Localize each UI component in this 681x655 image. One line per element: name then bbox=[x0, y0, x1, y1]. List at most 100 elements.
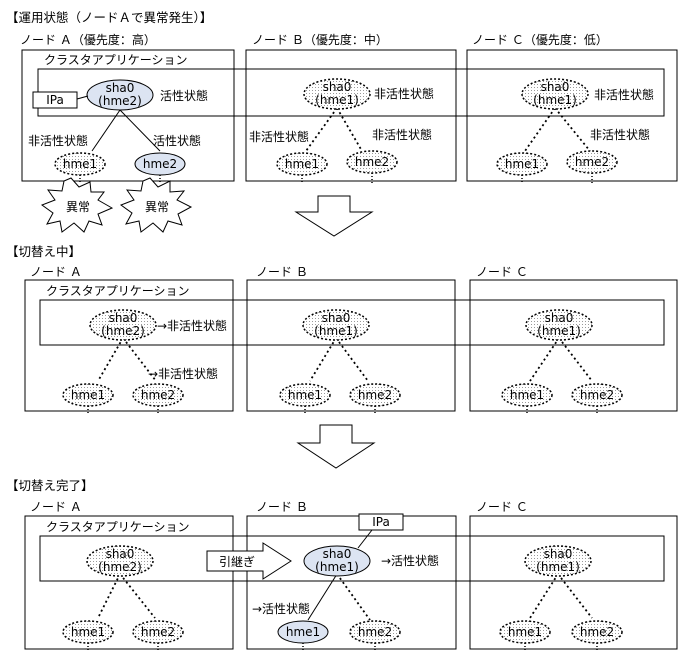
sha0-standby bbox=[86, 545, 154, 577]
hme1-label: hme1 bbox=[286, 625, 320, 639]
phase-2: 【切替え中】 ノード Ａ ノード Ｂ ノード Ｃ クラスタアプリケーション sh… bbox=[6, 244, 678, 414]
transition-arrow-2 bbox=[296, 424, 376, 469]
node-b-label: ノード Ｂ bbox=[256, 265, 308, 279]
phase-title: 【運用状態（ノードＡで異常発生）】 bbox=[6, 10, 212, 25]
sha0-name: sha0 bbox=[323, 80, 352, 94]
cluster-app-label: クラスタアプリケーション bbox=[44, 53, 188, 67]
node-a-label: ノード Ａ bbox=[30, 500, 82, 514]
sha0-standby bbox=[525, 309, 593, 341]
hme1-label: hme1 bbox=[63, 157, 97, 171]
ip-address-label: IPa bbox=[46, 93, 64, 107]
hme1-state: 非活性状態 bbox=[28, 133, 88, 148]
error-burst-1 bbox=[40, 177, 114, 233]
hme1-state: →活性状態 bbox=[252, 601, 310, 616]
link-b-hme1 bbox=[309, 337, 337, 382]
cluster-app-label: クラスタアプリケーション bbox=[46, 284, 190, 298]
error-label-1: 異常 bbox=[66, 200, 90, 214]
node-b-label: ノード Ｂ bbox=[256, 500, 308, 514]
sha0-standby bbox=[302, 309, 370, 341]
hme1-label: hme1 bbox=[285, 157, 319, 171]
cluster-app-band bbox=[39, 535, 665, 582]
hme1-label: hme1 bbox=[288, 388, 322, 402]
link-c-hme2 bbox=[558, 337, 593, 382]
node-a-box bbox=[24, 515, 234, 650]
sha0-name: sha0 bbox=[106, 81, 135, 95]
cluster-app-band bbox=[39, 299, 665, 346]
hme1-label: hme1 bbox=[505, 157, 539, 171]
node-b-box bbox=[246, 515, 457, 650]
node-c-label: ノード Ｃ（優先度：低） bbox=[472, 32, 608, 47]
link-c-hme2 bbox=[554, 107, 591, 152]
link-c-hme1 bbox=[524, 107, 556, 152]
sha0-interface: (hme2) bbox=[101, 324, 145, 338]
sha0-state: →非活性状態 bbox=[157, 318, 227, 333]
link-a-hme2 bbox=[119, 109, 161, 152]
node-c-label: ノード Ｃ bbox=[476, 500, 528, 514]
node-c-box bbox=[469, 515, 678, 650]
error-burst-2 bbox=[119, 177, 193, 233]
sha0-interface: (hme1) bbox=[315, 560, 359, 574]
link-c-hme2 bbox=[557, 573, 593, 619]
hme1-label: hme1 bbox=[71, 625, 105, 639]
link-c-hme1 bbox=[529, 337, 560, 382]
hme2-label: hme2 bbox=[358, 625, 392, 639]
hme2-label: hme2 bbox=[141, 625, 175, 639]
hme2-label: hme2 bbox=[143, 157, 177, 171]
link-a-hme1 bbox=[97, 337, 124, 382]
sha0-name: sha0 bbox=[109, 311, 138, 325]
hme2-state: 非活性状態 bbox=[590, 127, 650, 142]
phase-title: 【切替え完了】 bbox=[6, 478, 94, 493]
sha0-name: sha0 bbox=[322, 311, 351, 325]
sha0-switching bbox=[89, 309, 157, 341]
hme1-label: hme1 bbox=[508, 625, 542, 639]
sha0-active bbox=[86, 79, 154, 111]
transition-arrow-1 bbox=[294, 195, 374, 237]
hme2-state: 非活性状態 bbox=[372, 127, 432, 142]
handover-arrow bbox=[206, 542, 292, 580]
sha0-state: →活性状態 bbox=[381, 553, 439, 568]
sha0-state: 非活性状態 bbox=[594, 87, 654, 102]
sha0-name: sha0 bbox=[544, 547, 573, 561]
hme1-state: 非活性状態 bbox=[249, 129, 309, 144]
link-c-hme1 bbox=[529, 573, 559, 619]
hme1-label: hme1 bbox=[71, 388, 105, 402]
link-b-hme1 bbox=[305, 107, 338, 152]
ip-pointer bbox=[357, 529, 373, 549]
hme2-label: hme2 bbox=[580, 388, 614, 402]
cluster-app-label: クラスタアプリケーション bbox=[46, 520, 190, 534]
sha0-interface: (hme1) bbox=[533, 93, 577, 107]
ip-address-box bbox=[358, 513, 404, 531]
phase-title: 【切替え中】 bbox=[6, 244, 81, 259]
sha0-standby bbox=[524, 545, 592, 577]
sha0-name: sha0 bbox=[541, 80, 570, 94]
link-a-hme1 bbox=[91, 109, 121, 152]
phase-1: 【運用状態（ノードＡで異常発生）】 ノード Ａ（優先度：高） ノード Ｂ（優先度… bbox=[6, 10, 678, 233]
sha0-state: 活性状態 bbox=[160, 88, 208, 103]
hme2-label: hme2 bbox=[141, 388, 175, 402]
phase-3: 【切替え完了】 ノード Ａ ノード Ｂ ノード Ｃ クラスタアプリケーション s… bbox=[6, 478, 678, 652]
hme2-label: hme2 bbox=[580, 625, 614, 639]
ip-pointer bbox=[76, 95, 89, 100]
hme2-state: 活性状態 bbox=[153, 133, 201, 148]
sha0-interface: (hme2) bbox=[98, 560, 142, 574]
hme2-label: hme2 bbox=[575, 155, 609, 169]
ip-address-label: IPa bbox=[372, 515, 390, 529]
node-c-label: ノード Ｃ bbox=[476, 265, 528, 279]
hme2-state: →非活性状態 bbox=[148, 366, 218, 381]
sha0-name: sha0 bbox=[106, 547, 135, 561]
hme2-label: hme2 bbox=[355, 155, 389, 169]
hme1-label: hme1 bbox=[510, 388, 544, 402]
sha0-standby bbox=[303, 78, 371, 110]
sha0-state: 非活性状態 bbox=[374, 86, 434, 101]
sha0-interface: (hme1) bbox=[314, 324, 358, 338]
hme2-label: hme2 bbox=[358, 388, 392, 402]
link-a-hme2 bbox=[122, 337, 157, 382]
link-a-hme2 bbox=[119, 573, 156, 619]
node-a-label: ノード Ａ bbox=[30, 265, 82, 279]
sha0-interface: (hme1) bbox=[537, 324, 581, 338]
sha0-interface: (hme2) bbox=[98, 94, 142, 108]
sha0-active bbox=[303, 545, 371, 577]
sha0-interface: (hme1) bbox=[315, 93, 359, 107]
link-a-hme1 bbox=[97, 573, 121, 619]
